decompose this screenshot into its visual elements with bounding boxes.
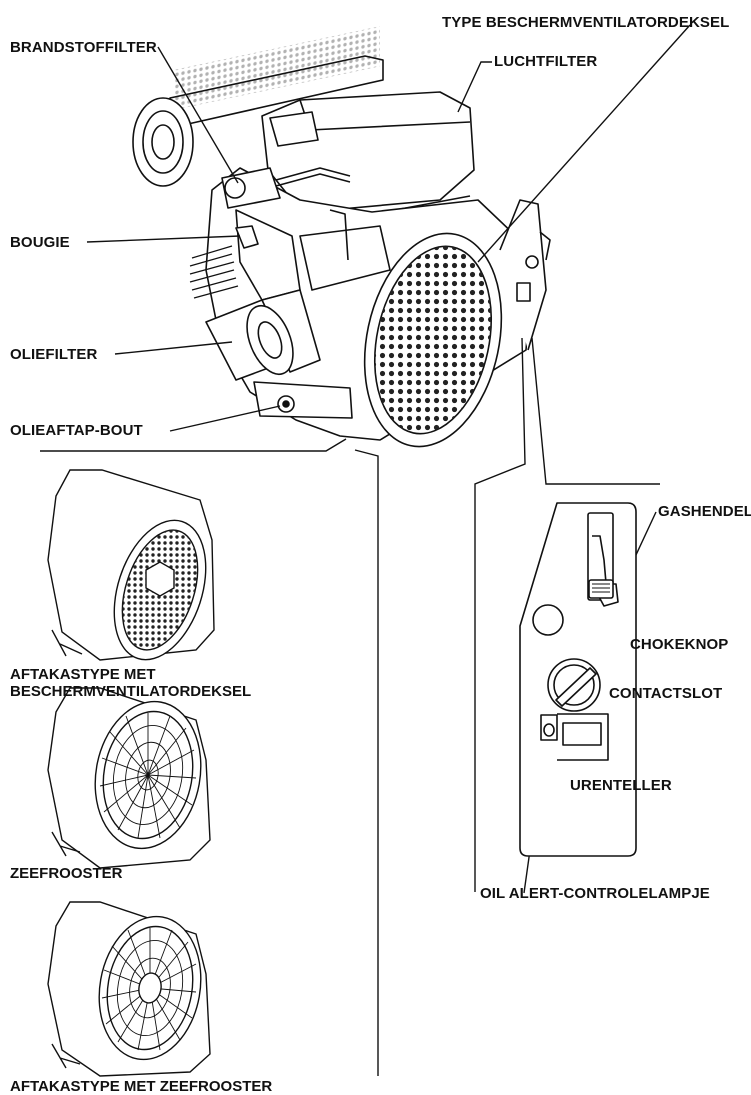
label-oil-alert-lamp: OIL ALERT-CONTROLELAMPJE — [480, 885, 710, 902]
label-fan-cover-type: TYPE BESCHERMVENTILATORDEKSEL — [442, 14, 729, 31]
choke-knob-icon — [533, 605, 563, 635]
engine-illustration — [133, 26, 550, 459]
label-oil-filter: OLIEFILTER — [10, 346, 97, 363]
variant-screen-grid-illustration — [48, 688, 212, 868]
label-oil-drain-bolt: OLIEAFTAP-BOUT — [10, 422, 143, 439]
variant-pto-screen-grid-illustration — [48, 902, 212, 1076]
caption-line: AFTAKASTYPE MET — [10, 666, 251, 683]
label-spark-plug: BOUGIE — [10, 234, 70, 251]
caption-screen-grid-variant: ZEEFROOSTER — [10, 865, 123, 882]
control-panel — [520, 503, 636, 856]
ignition-switch-icon — [548, 659, 600, 711]
label-fuel-filter: BRANDSTOFFILTER — [10, 39, 157, 56]
label-air-filter: LUCHTFILTER — [494, 53, 597, 70]
oil-alert-lamp-icon — [541, 715, 557, 740]
label-choke-knob: CHOKEKNOP — [630, 636, 728, 653]
caption-line: BESCHERMVENTILATORDEKSEL — [10, 683, 251, 700]
label-hour-meter: URENTELLER — [570, 777, 672, 794]
label-ignition-switch: CONTACTSLOT — [609, 685, 722, 702]
caption-fan-cover-variant: AFTAKASTYPE MET BESCHERMVENTILATORDEKSEL — [10, 666, 251, 700]
caption-pto-screen-grid-variant: AFTAKASTYPE MET ZEEFROOSTER — [10, 1078, 272, 1095]
label-throttle-lever: GASHENDEL — [658, 503, 751, 520]
variant-fan-cover-illustration — [48, 470, 222, 671]
